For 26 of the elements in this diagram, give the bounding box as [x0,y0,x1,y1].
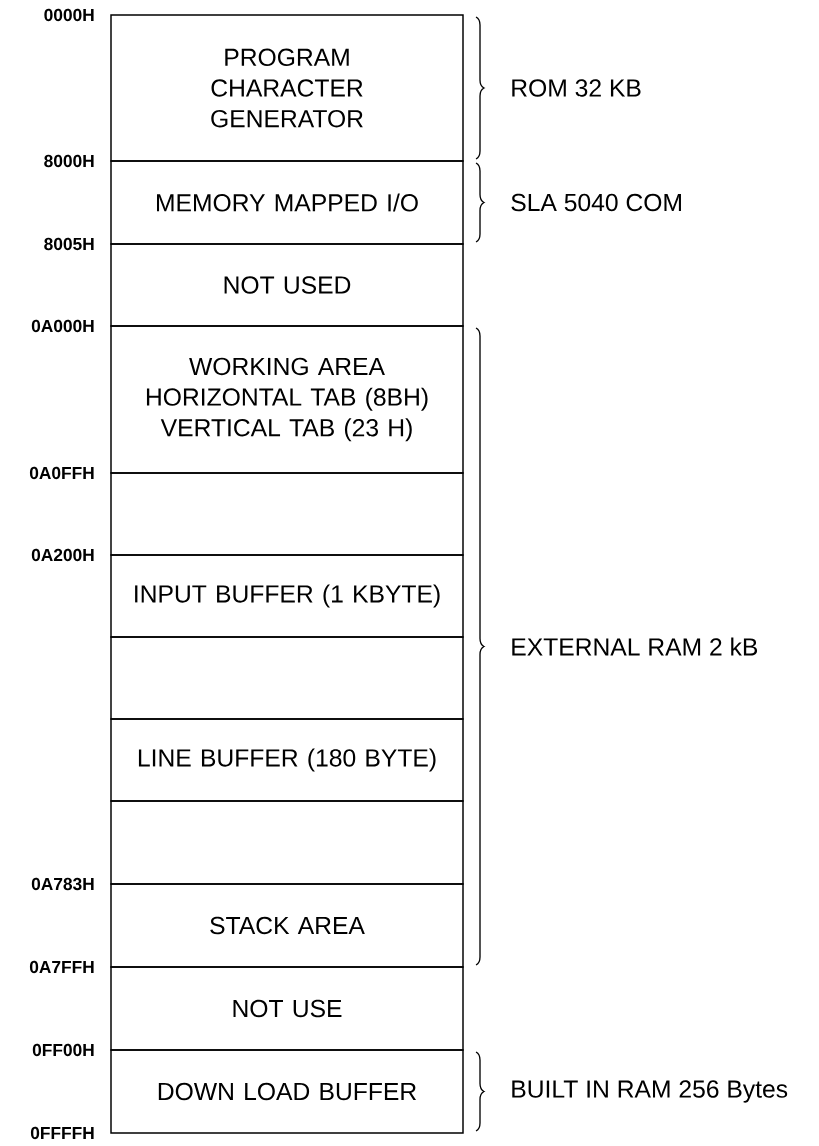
memory-region-box: NOT USE [110,966,464,1051]
memory-region-box: STACK AREA [110,883,464,968]
memory-region-box: LINE BUFFER (180 BYTE) [110,718,464,802]
memory-region-box: NOT USED [110,243,464,327]
memory-region-box: MEMORY MAPPED I/O [110,160,464,245]
address-label: 0FF00H [32,1043,94,1057]
address-label: 0A0FFH [29,466,94,480]
memory-region-box: PROGRAM CHARACTER GENERATOR [110,14,464,162]
address-label: 8000H [44,154,94,168]
address-label: 0FFFFH [30,1126,94,1140]
address-label: 0A783H [31,877,94,891]
memory-region-box: DOWN LOAD BUFFER [110,1049,464,1134]
address-label: 0A200H [31,548,94,562]
empty-region-box [110,472,464,556]
address-label: 0A7FFH [29,960,94,974]
memory-region-box: WORKING AREA HORIZONTAL TAB (8BH) VERTICAL TAB (23 H) [110,325,464,474]
region-label: BUILT IN RAM 256 Bytes [512,1080,788,1103]
address-label: 0000H [44,8,94,22]
empty-region-box [110,800,464,885]
region-label: ROM 32 KB [512,79,641,97]
empty-region-box [110,636,464,720]
address-label: 0A000H [31,319,94,333]
memory-region-box: INPUT BUFFER (1 KBYTE) [110,554,464,638]
region-label: EXTERNAL RAM 2 kB [512,637,758,656]
region-label: SLA 5040 COM [511,193,681,212]
address-label: 8005H [44,237,94,251]
